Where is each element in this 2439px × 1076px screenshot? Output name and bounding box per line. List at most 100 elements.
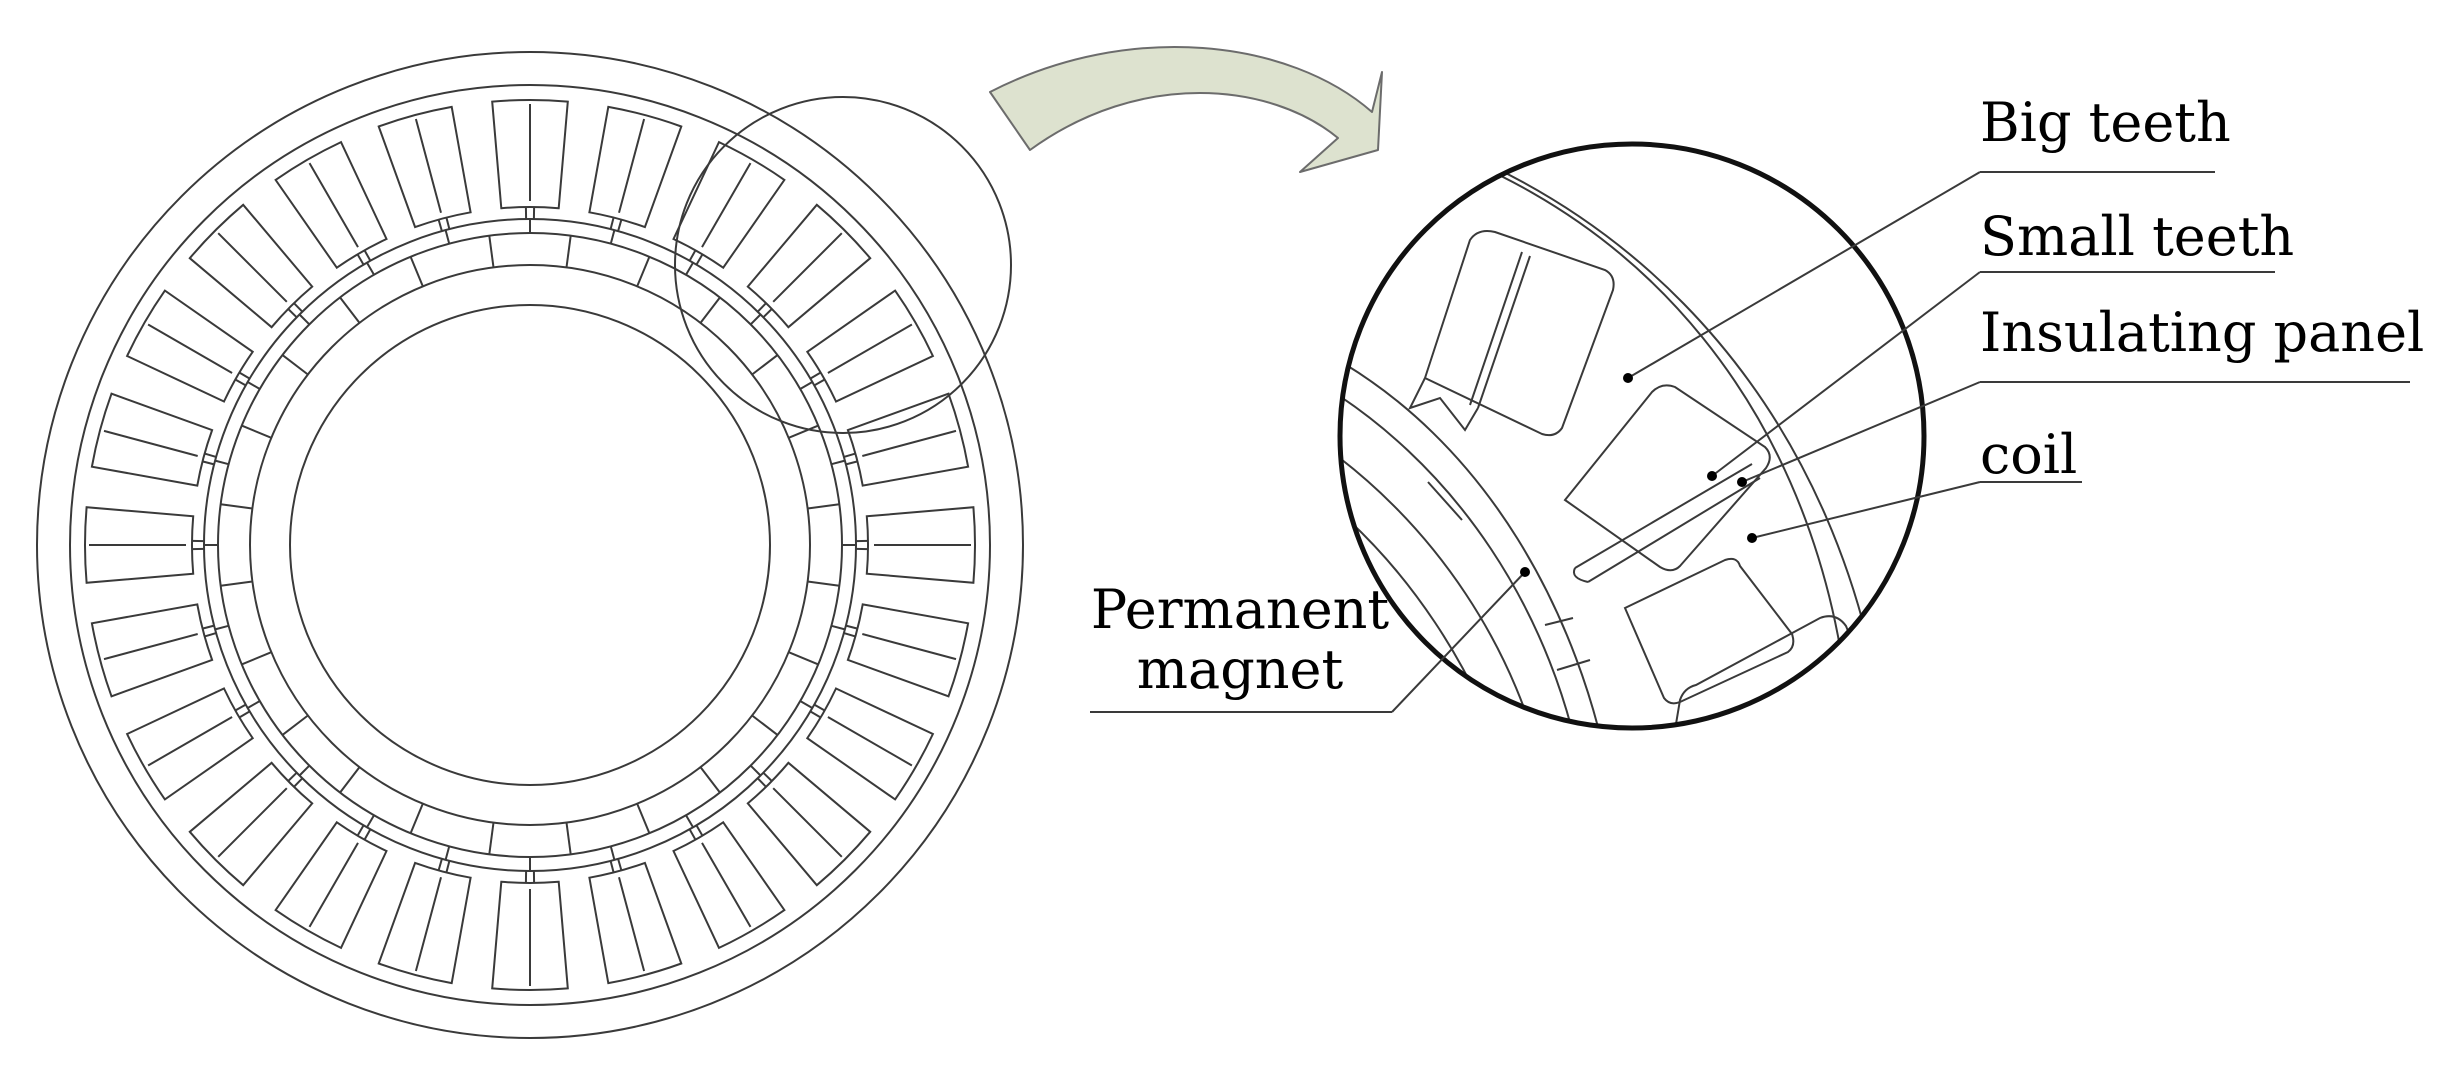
bore-tick xyxy=(300,315,310,325)
magnet-tick xyxy=(637,804,649,834)
slot-neck xyxy=(239,711,249,717)
stator-slot xyxy=(92,604,212,696)
bore-tick xyxy=(751,766,761,776)
bore-tick xyxy=(367,263,374,275)
slot-neck xyxy=(439,220,442,232)
slot-neck xyxy=(690,250,696,260)
stator-slot xyxy=(674,142,785,268)
stator-slot xyxy=(589,107,681,227)
magnet-divider-3 xyxy=(1557,660,1590,670)
label-insulating-panel: Insulating panel xyxy=(1980,306,2424,360)
label-small-teeth: Small teeth xyxy=(1980,210,2294,264)
stator-slot xyxy=(276,142,387,268)
stator-slot xyxy=(127,689,253,800)
magnet-tick xyxy=(489,823,493,855)
stator-slot xyxy=(276,822,387,948)
slot-divider xyxy=(619,119,644,213)
magnet-tick xyxy=(221,582,253,586)
leader-dots xyxy=(1520,373,1757,577)
slot-neck xyxy=(439,859,442,871)
slot-neck xyxy=(358,254,364,264)
rotor-inner-circle xyxy=(290,305,770,785)
slot-neck xyxy=(690,829,696,839)
slot-neck xyxy=(288,309,297,317)
slot-neck xyxy=(846,626,858,629)
slot-divider xyxy=(148,325,232,374)
stator-slot xyxy=(379,863,471,983)
slot-divider xyxy=(310,843,359,927)
slot-neck-1 xyxy=(1410,378,1478,430)
slot-neck xyxy=(814,380,824,386)
magnet-tick xyxy=(283,716,308,735)
coil-leader xyxy=(1752,482,1980,538)
slot-neck xyxy=(810,373,820,379)
slot-neck xyxy=(611,861,614,873)
bore-tick xyxy=(215,461,229,465)
slot-neck xyxy=(618,220,621,232)
stator-slot xyxy=(589,863,681,983)
label-permanent-magnet-line1: Permanent xyxy=(1090,580,1390,640)
magnet-ring-outer xyxy=(218,233,842,857)
magnet-tick xyxy=(283,355,308,374)
slot-neck xyxy=(365,829,371,839)
slot-neck xyxy=(846,461,858,464)
magnet-tick xyxy=(701,767,720,792)
magnet-tick xyxy=(242,652,272,664)
slot-neck xyxy=(235,705,245,711)
bore-tick xyxy=(831,461,845,465)
slot-neck xyxy=(203,461,215,464)
stator-slot xyxy=(848,604,968,696)
zoom-arrow xyxy=(990,47,1382,172)
magnet-ring-inner xyxy=(250,265,810,825)
insulating-panel-1 xyxy=(1470,252,1522,405)
slot-neck xyxy=(810,711,820,717)
coil-slot-3 xyxy=(1625,559,1793,703)
slot-divider xyxy=(104,431,198,456)
magnet-tick xyxy=(808,504,840,508)
slot-neck xyxy=(294,303,302,312)
magnet-tick xyxy=(567,823,571,855)
stator-slot xyxy=(127,291,253,402)
magnet-tick xyxy=(340,767,359,792)
stator-cross-section xyxy=(37,52,1023,1038)
bore-tick xyxy=(800,382,812,389)
stator-slot xyxy=(379,107,471,227)
magnet-tick xyxy=(701,298,720,323)
bore-tick xyxy=(215,626,229,630)
magnet-tick xyxy=(637,257,649,287)
stator-slot xyxy=(807,689,933,800)
small-tooth-bottom xyxy=(1588,478,1760,582)
small-tooth-tip xyxy=(1574,568,1588,582)
bore-tick xyxy=(686,815,693,827)
bore-tick xyxy=(446,230,450,244)
magnet-segment-ticks xyxy=(204,219,856,871)
slot-neck xyxy=(844,454,856,457)
slot-divider xyxy=(702,163,751,247)
bore-tick xyxy=(611,230,615,244)
bore-tick xyxy=(686,263,693,275)
small-teeth-dot xyxy=(1707,471,1717,481)
slot-neck xyxy=(365,250,371,260)
slot-divider xyxy=(862,431,956,456)
slot-neck xyxy=(235,380,245,386)
slot-divider xyxy=(862,634,956,659)
magnet-tick xyxy=(340,298,359,323)
slot-neck xyxy=(758,778,766,787)
slot-neck xyxy=(758,303,766,312)
stator-slot xyxy=(807,291,933,402)
slot-neck xyxy=(696,254,702,264)
slot-divider xyxy=(416,877,441,971)
slot-neck xyxy=(288,773,297,781)
slot-neck xyxy=(239,373,249,379)
slot-divider xyxy=(310,163,359,247)
magnet-tick xyxy=(789,652,819,664)
bore-tick xyxy=(800,701,812,708)
magnet-tick xyxy=(808,582,840,586)
slot-divider xyxy=(148,717,232,766)
slot-neck xyxy=(205,454,217,457)
stator-slot xyxy=(92,394,212,486)
magnet-tick xyxy=(752,355,777,374)
small-tooth-top xyxy=(1575,464,1752,568)
